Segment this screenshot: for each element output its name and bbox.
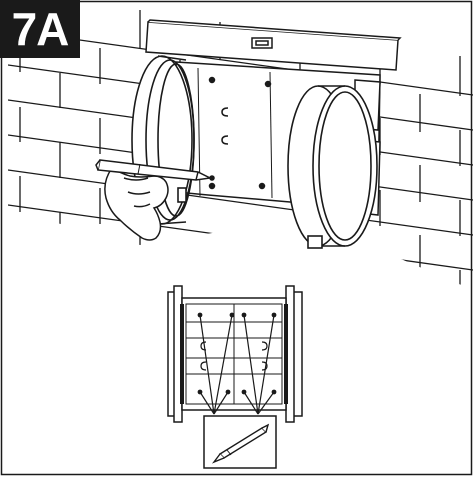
- spirit-level-icon: [145, 19, 402, 71]
- step-label: 7A: [0, 0, 80, 58]
- hand-icon: [104, 167, 169, 241]
- pointer-lines: [199, 314, 275, 415]
- right-duct-ring: [287, 85, 378, 249]
- pencil-detail-icon: [211, 423, 270, 464]
- detail-unit-front-view: [167, 285, 303, 423]
- pencil-icon: [95, 159, 215, 181]
